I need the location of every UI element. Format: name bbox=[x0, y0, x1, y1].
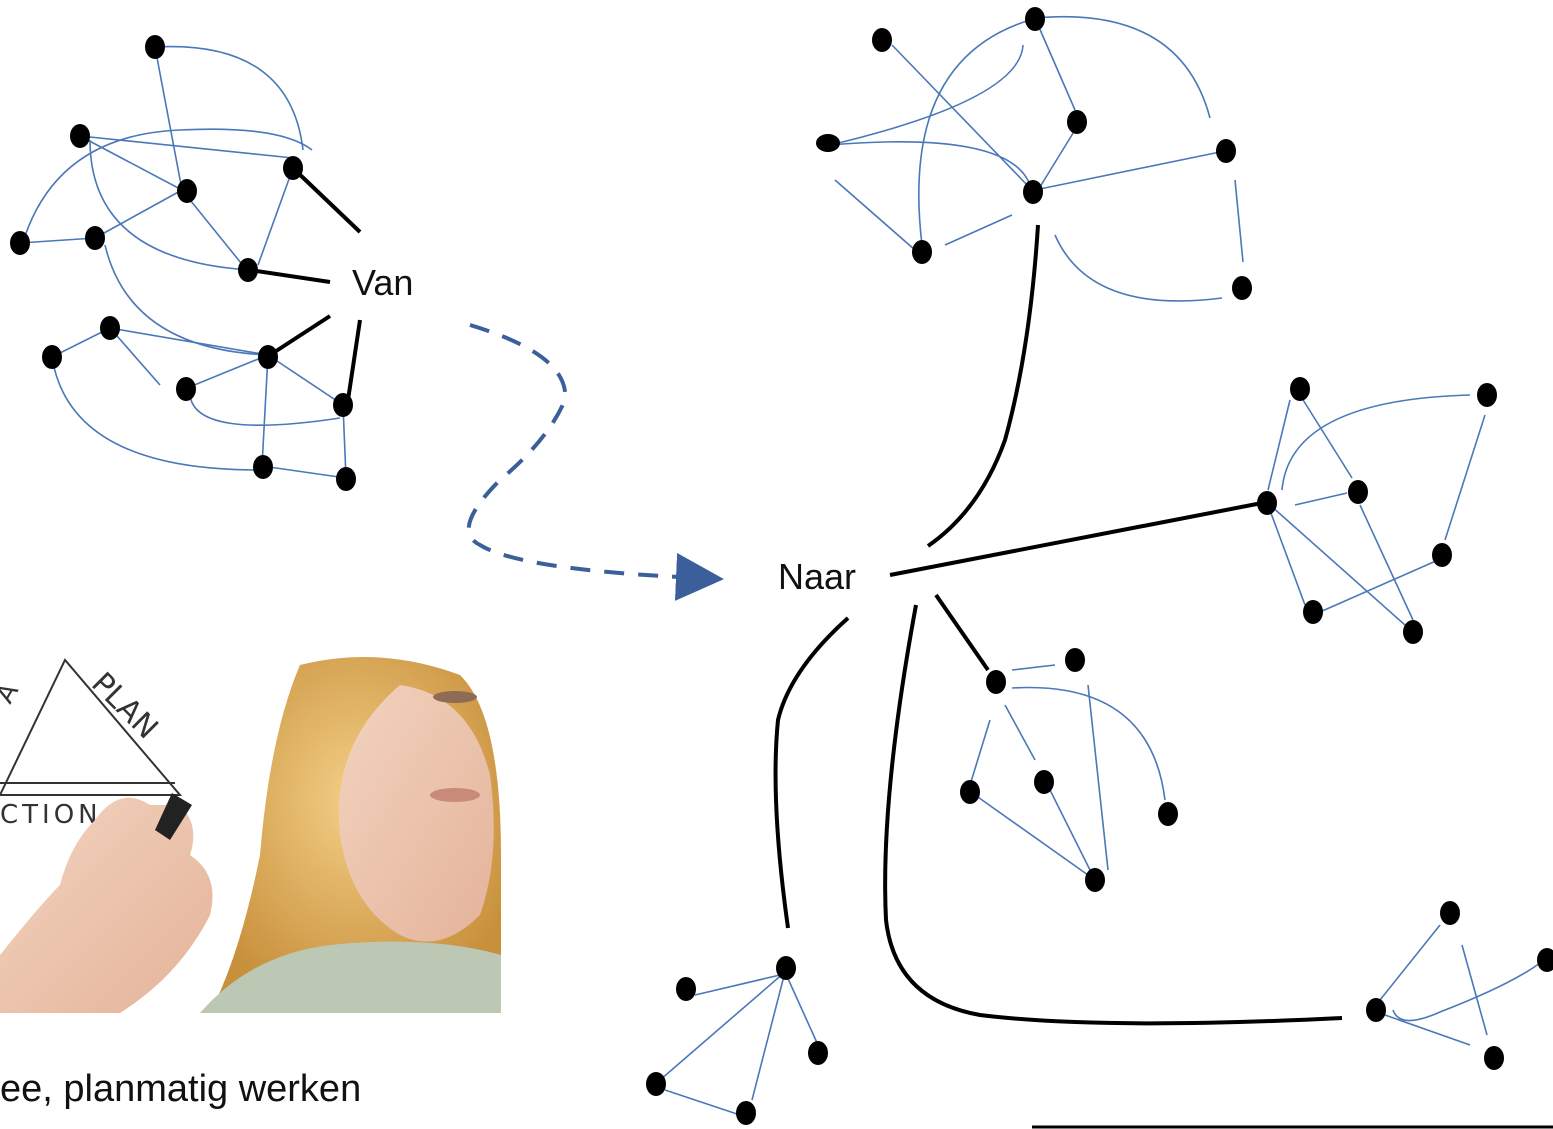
node bbox=[1432, 543, 1452, 567]
node bbox=[145, 35, 165, 59]
node bbox=[253, 455, 273, 479]
cluster-bottom-right-nodes bbox=[1366, 901, 1553, 1070]
van-cluster-nodes bbox=[10, 35, 356, 491]
node bbox=[336, 467, 356, 491]
pdca-photo: PLAN A CTION bbox=[0, 655, 501, 1013]
node bbox=[676, 977, 696, 1001]
node bbox=[1025, 7, 1045, 31]
node bbox=[1085, 868, 1105, 892]
cluster-top bbox=[829, 15, 1244, 302]
node bbox=[177, 179, 197, 203]
node bbox=[1403, 620, 1423, 644]
node bbox=[10, 231, 30, 255]
cluster-bottom-left-nodes bbox=[646, 956, 828, 1125]
node bbox=[1440, 901, 1460, 925]
action-text: CTION bbox=[0, 800, 102, 830]
jacket-shape bbox=[200, 941, 501, 1013]
mouth-shape bbox=[430, 788, 480, 802]
node bbox=[912, 240, 932, 264]
node bbox=[1232, 276, 1252, 300]
cluster-middle-nodes bbox=[960, 648, 1178, 892]
node bbox=[70, 124, 90, 148]
node bbox=[1366, 998, 1386, 1022]
node bbox=[1067, 110, 1087, 134]
eye-shape bbox=[433, 691, 477, 703]
node bbox=[176, 377, 196, 401]
node bbox=[1348, 480, 1368, 504]
node bbox=[816, 134, 840, 152]
node bbox=[1290, 377, 1310, 401]
node bbox=[238, 258, 258, 282]
naar-connectors bbox=[773, 224, 1343, 1026]
photo-illustration: PLAN A CTION bbox=[0, 655, 501, 1013]
node bbox=[960, 780, 980, 804]
node bbox=[1216, 139, 1236, 163]
naar-label: Naar bbox=[778, 556, 857, 597]
van-connectors bbox=[249, 168, 362, 401]
node bbox=[1537, 948, 1553, 972]
node bbox=[1484, 1046, 1504, 1070]
node bbox=[1303, 600, 1323, 624]
node bbox=[986, 670, 1006, 694]
node bbox=[1034, 770, 1054, 794]
face-shape bbox=[338, 685, 494, 942]
node bbox=[646, 1072, 666, 1096]
node bbox=[100, 316, 120, 340]
cluster-top-nodes bbox=[816, 7, 1252, 300]
node bbox=[1065, 648, 1085, 672]
van-label: Van bbox=[352, 262, 414, 303]
node bbox=[1257, 491, 1277, 515]
cluster-bottom-left bbox=[659, 971, 819, 1116]
cluster-right-nodes bbox=[1257, 377, 1497, 644]
cluster-right bbox=[1267, 394, 1486, 626]
pen-shape bbox=[155, 793, 192, 840]
node bbox=[42, 345, 62, 369]
node bbox=[736, 1101, 756, 1125]
node bbox=[1158, 802, 1178, 826]
node bbox=[872, 28, 892, 52]
van-cluster bbox=[19, 45, 347, 479]
transition-arrow bbox=[466, 323, 724, 601]
node bbox=[776, 956, 796, 980]
cluster-middle bbox=[969, 664, 1166, 876]
caption-text: ee, planmatig werken bbox=[0, 1068, 362, 1110]
node bbox=[1023, 180, 1043, 204]
cluster-bottom-right bbox=[1379, 924, 1541, 1046]
node bbox=[258, 345, 278, 369]
node bbox=[1477, 383, 1497, 407]
node bbox=[808, 1041, 828, 1065]
hand-shape bbox=[0, 797, 213, 1013]
node bbox=[85, 226, 105, 250]
